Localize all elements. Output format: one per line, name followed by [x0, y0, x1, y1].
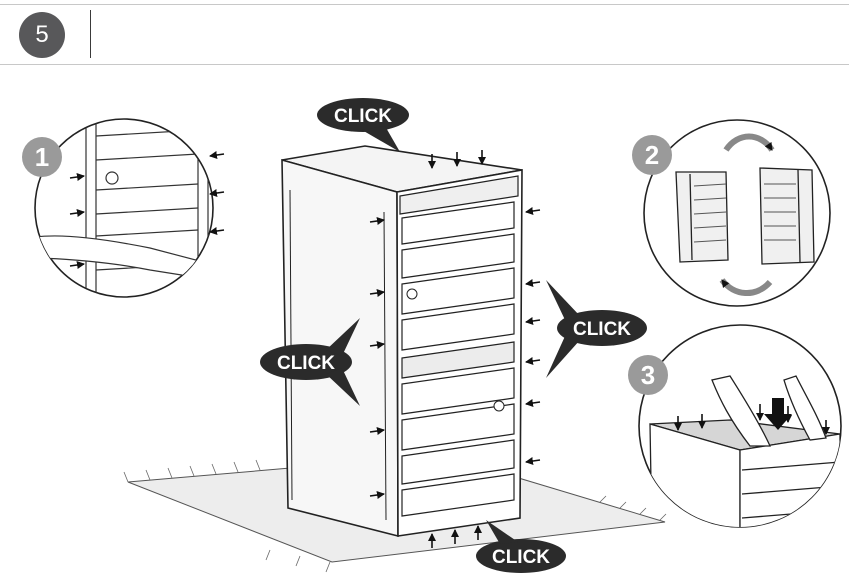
- svg-text:CLICK: CLICK: [492, 547, 550, 568]
- svg-text:CLICK: CLICK: [334, 106, 392, 127]
- top-rule: [0, 4, 849, 5]
- detail-circle-1: 1: [22, 118, 225, 298]
- click-callout-bottom: CLICK: [476, 520, 566, 573]
- click-callout-left: CLICK: [260, 318, 360, 406]
- assembly-illustration: CLICK CLICK CLICK CLICK: [22, 98, 842, 573]
- cabinet: [281, 145, 523, 538]
- header-rule: [0, 64, 849, 65]
- substep-3-label: 3: [641, 360, 655, 390]
- detail-circle-2: 2: [632, 119, 831, 307]
- detail-circle-3: 3: [628, 324, 842, 528]
- svg-text:CLICK: CLICK: [573, 319, 631, 340]
- substep-1-label: 1: [35, 142, 49, 172]
- step-number-badge: 5: [19, 12, 65, 58]
- push-arrows: [369, 150, 541, 548]
- svg-text:CLICK: CLICK: [277, 353, 335, 374]
- substep-2-label: 2: [645, 140, 659, 170]
- header-divider: [90, 10, 91, 58]
- click-callout-top: CLICK: [317, 98, 409, 152]
- step-header: 5: [0, 0, 849, 64]
- click-callout-right: CLICK: [546, 280, 647, 378]
